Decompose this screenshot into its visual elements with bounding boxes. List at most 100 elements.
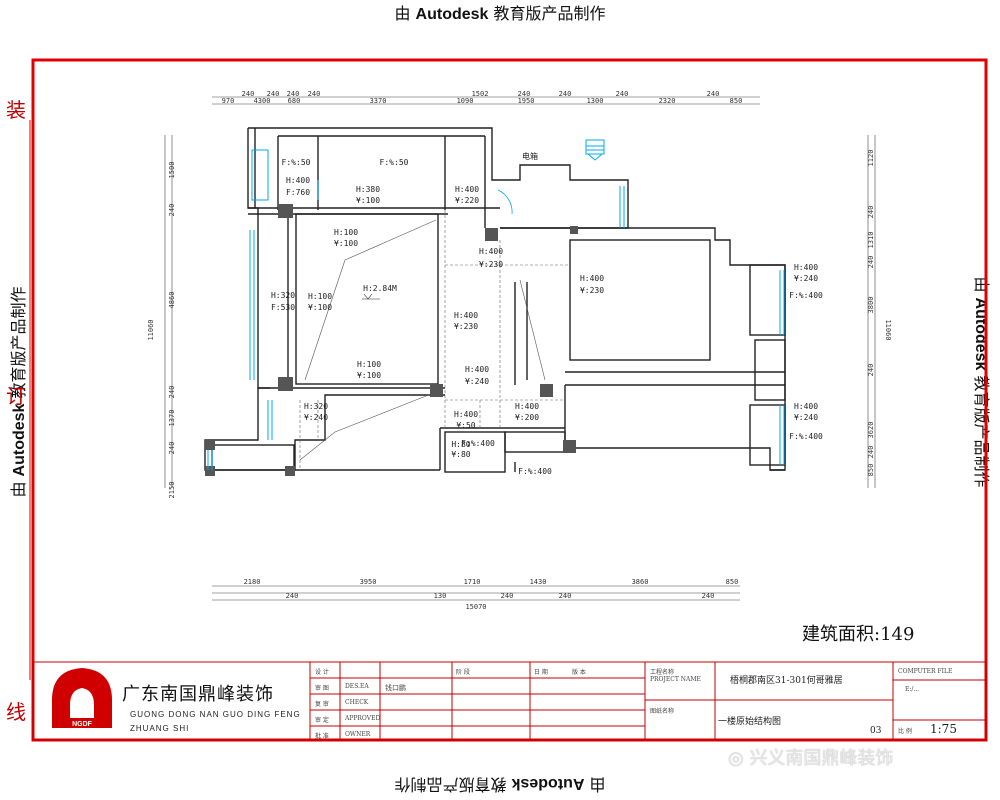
- room-label: ¥:80: [451, 450, 470, 459]
- dimension-label: 240: [168, 386, 176, 399]
- room-label: H:400: [794, 263, 818, 272]
- project-label-en: PROJECT NAME: [650, 676, 701, 683]
- dimension-label: 1502: [472, 90, 489, 98]
- computer-file-label: COMPUTER FILE: [898, 668, 953, 675]
- drawing-number: 03: [870, 726, 882, 736]
- dimension-label: 240: [867, 446, 875, 459]
- dimension-label: 850: [867, 464, 875, 477]
- dimension-label: 240: [867, 206, 875, 219]
- room-label: H:380: [356, 185, 380, 194]
- designer-name: 钱口鹏: [385, 684, 406, 692]
- dimension-label: 3950: [360, 578, 377, 586]
- dimension-label: 850: [730, 97, 743, 105]
- dimension-label: 240: [702, 592, 715, 600]
- room-label: H:100: [357, 360, 381, 369]
- role-review: 审 图: [315, 685, 329, 692]
- dimension-label: 240: [168, 204, 176, 217]
- room-label: F:760: [286, 188, 310, 197]
- windows: [207, 149, 785, 470]
- room-label: H:320: [304, 402, 328, 411]
- room-label: F:530: [271, 303, 295, 312]
- dimension-label: 240: [559, 592, 572, 600]
- room-label: H:320: [271, 291, 295, 300]
- room-label: F:%:50: [380, 158, 409, 167]
- dimension-label: 1310: [867, 232, 875, 249]
- dimension-label: 240: [707, 90, 720, 98]
- dimension-label: 240: [308, 90, 321, 98]
- role-design: 设 计: [315, 669, 329, 676]
- role-code-3: APPROVED: [345, 715, 381, 722]
- dimension-label: 240: [559, 90, 572, 98]
- room-label: F:%:400: [789, 291, 823, 300]
- dimension-right-total: 11060: [884, 319, 892, 340]
- room-label: ¥:50: [456, 421, 475, 430]
- room-label: F:%:50: [282, 158, 311, 167]
- room-label: H:80: [451, 440, 470, 449]
- room-label: H:2.84M: [363, 284, 397, 293]
- dimension-label: 1710: [464, 578, 481, 586]
- dimension-label: 240: [242, 90, 255, 98]
- col-stage: 阶 段: [456, 669, 470, 676]
- room-label: ¥:230: [479, 260, 503, 269]
- room-label: F:%:400: [789, 432, 823, 441]
- room-label: H:400: [465, 365, 489, 374]
- dimension-label: 4300: [254, 97, 271, 105]
- room-label: H:400: [454, 410, 478, 419]
- room-label: H:400: [479, 247, 503, 256]
- dimension-label: 3620: [867, 422, 875, 439]
- dimension-label: 1090: [457, 97, 474, 105]
- dimension-label: 240: [867, 256, 875, 269]
- drawing-name: 一楼原始结构图: [718, 717, 782, 727]
- role-sign: 批 准: [315, 733, 329, 740]
- room-label: ¥:100: [356, 196, 380, 205]
- binding-mark-top: 装: [6, 98, 26, 122]
- svg-text:NGDF: NGDF: [72, 721, 93, 728]
- room-label: 电箱: [522, 151, 538, 161]
- room-label: ¥:100: [357, 371, 381, 380]
- drawing-label: 图纸名称: [650, 708, 675, 715]
- room-label: H:400: [286, 176, 310, 185]
- dimension-label: 240: [267, 90, 280, 98]
- role-recheck: 复 审: [315, 701, 329, 708]
- door-swing: [497, 189, 513, 215]
- dimension-label: 2150: [168, 482, 176, 499]
- computer-file: E:/...: [905, 686, 920, 693]
- room-label: ¥:100: [308, 303, 332, 312]
- company-name-en: GUONG DONG NAN GUO DING FENG: [130, 710, 301, 719]
- dimension-lines: [164, 96, 876, 601]
- dimension-left-total: 11060: [147, 319, 155, 340]
- wechat-source: ◎ 兴义南国鼎峰装饰: [728, 748, 894, 769]
- room-label: ¥:240: [304, 413, 328, 422]
- binding-mark-middle: 订: [6, 384, 26, 408]
- dimension-label: 240: [616, 90, 629, 98]
- binding-mark-bottom: 线: [6, 700, 26, 724]
- room-label: H:400: [455, 185, 479, 194]
- dimension-label: 850: [726, 578, 739, 586]
- title-block-frame: [32, 661, 987, 741]
- company-logo: NGDF: [52, 668, 112, 728]
- dimension-label: 240: [518, 90, 531, 98]
- air-vent-icon: [585, 139, 605, 161]
- elevation-marker-icon: [362, 293, 380, 300]
- dimension-label: 240: [168, 442, 176, 455]
- slope-lines: [299, 219, 546, 461]
- dimension-label: 970: [222, 97, 235, 105]
- room-label: ¥:230: [580, 286, 604, 295]
- room-label: H:100: [334, 228, 358, 237]
- role-code-1: DES.EA: [345, 683, 369, 690]
- dimension-bottom-total: 15070: [465, 603, 486, 611]
- dimension-label: 2320: [659, 97, 676, 105]
- watermark-top: 由 Autodesk 教育版产品制作: [394, 4, 606, 23]
- room-label: H:400: [580, 274, 604, 283]
- col-date: 日 期: [534, 669, 548, 676]
- dimension-label: 1370: [168, 410, 176, 427]
- role-approve: 审 定: [315, 717, 329, 724]
- room-label: ¥:220: [455, 196, 479, 205]
- company-name-en-2: ZHUANG SHI: [130, 724, 190, 733]
